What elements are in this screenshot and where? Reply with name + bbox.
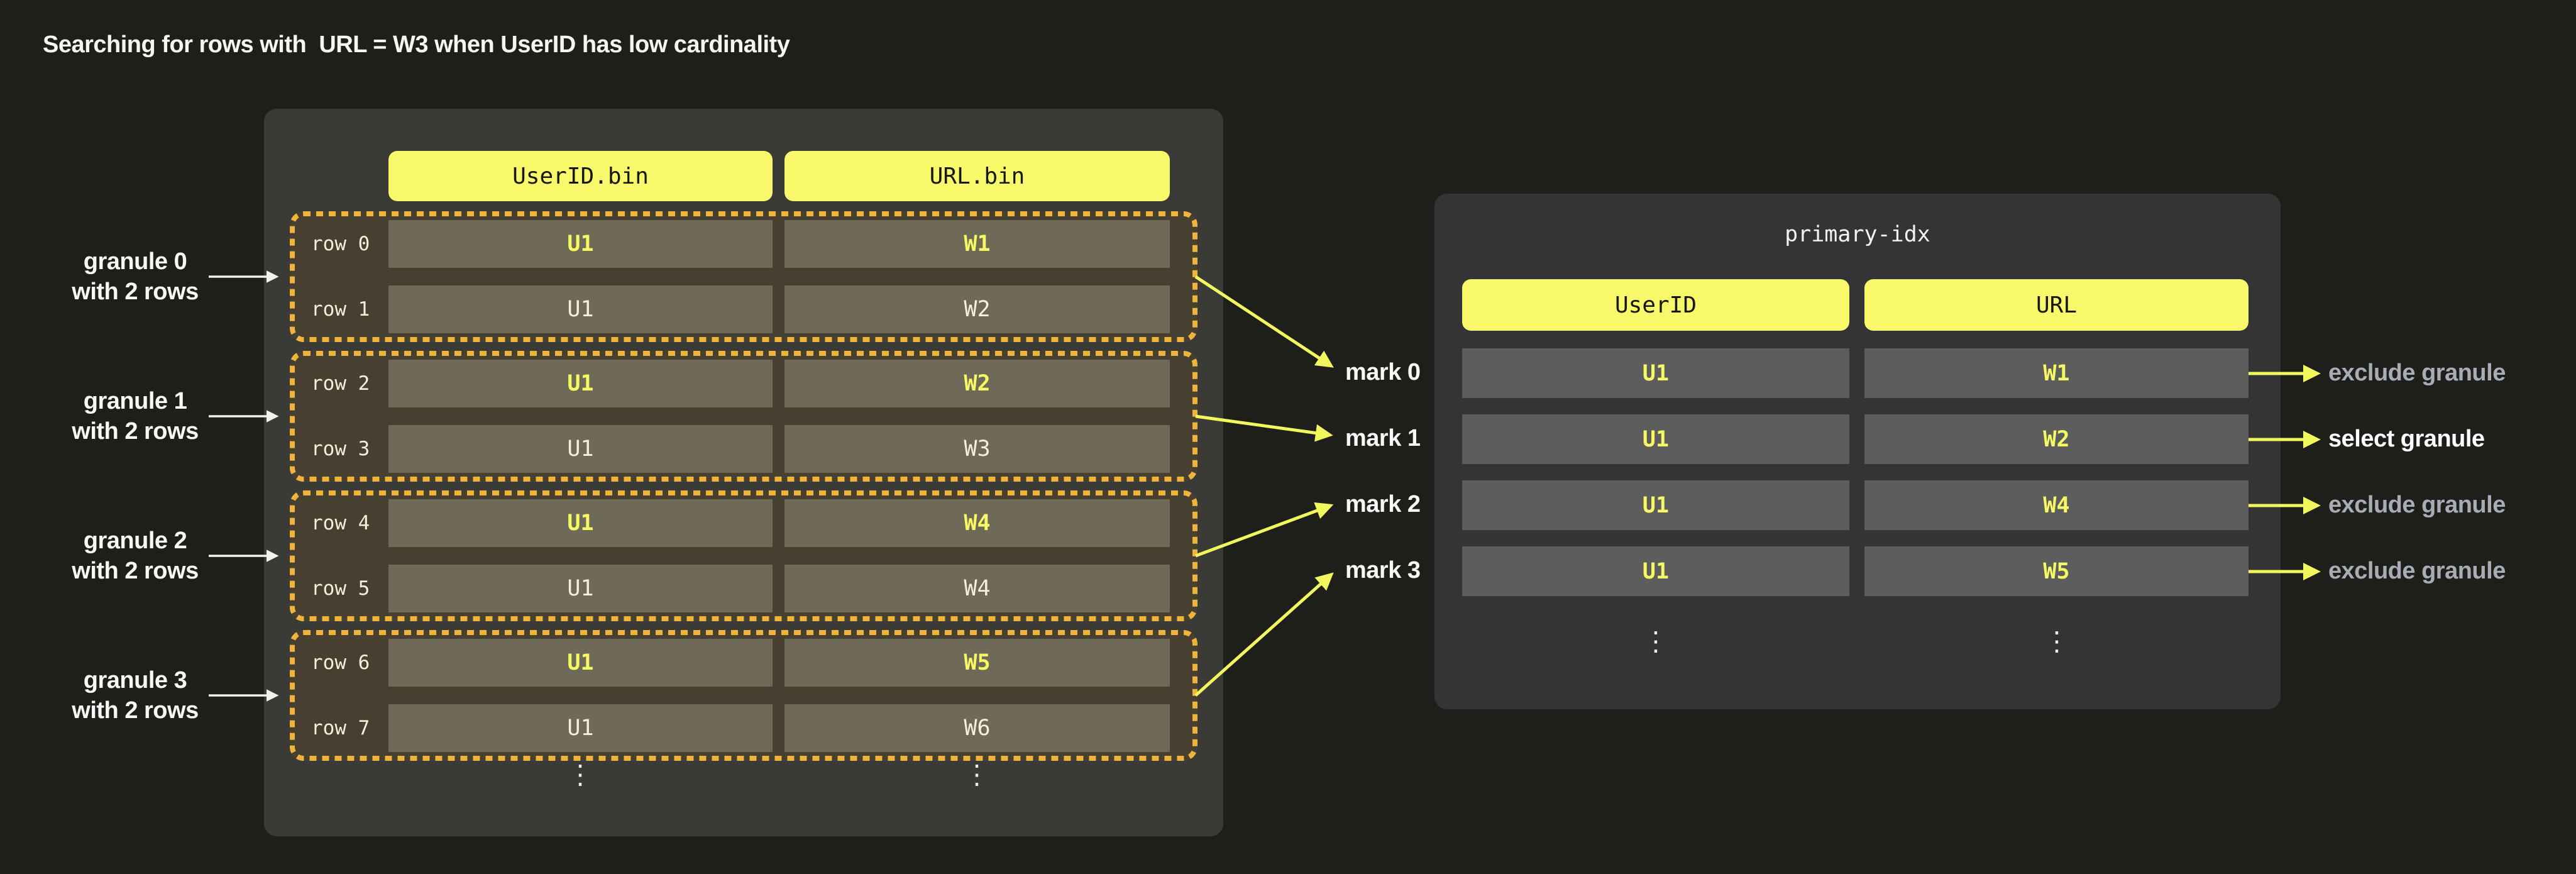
url-cell: W2: [784, 285, 1170, 333]
granule-box-2: row 4 U1 W4 row 5 U1 W4: [290, 490, 1197, 621]
row-label: row 2: [311, 372, 370, 395]
column-header-url-bin: URL.bin: [784, 151, 1170, 201]
granule-label-line1: granule 2: [83, 528, 187, 554]
userid-cell: U1: [388, 285, 773, 333]
url-cell: W4: [784, 565, 1170, 612]
granule-label-line2: with 2 rows: [72, 279, 199, 305]
column-header-url: URL: [1864, 279, 2248, 331]
granule-label-line1: granule 1: [83, 388, 187, 414]
index-userid-cell: U1: [1462, 480, 1849, 530]
more-rows-ellipsis: ⋮: [964, 759, 990, 790]
userid-cell: U1: [388, 704, 773, 752]
row-label: row 4: [311, 512, 370, 534]
index-url-cell: W4: [1864, 480, 2248, 530]
decision-label-2: exclude granule: [2328, 492, 2506, 518]
userid-cell: U1: [388, 499, 773, 547]
granule-box-3: row 6 U1 W5 row 7 U1 W6: [290, 630, 1197, 761]
more-index-rows-ellipsis: ⋮: [2044, 626, 2070, 656]
mark-label-3: mark 3: [1345, 557, 1421, 584]
column-header-userid-bin: UserID.bin: [388, 151, 773, 201]
granule-label-line1: granule 3: [83, 667, 187, 694]
granule-label-line1: granule 0: [83, 248, 187, 275]
granule-pointer-arrows: [209, 270, 279, 702]
index-url-cell: W5: [1864, 546, 2248, 596]
url-cell: W1: [784, 220, 1170, 268]
granule-label-1: granule 1 with 2 rows: [63, 386, 207, 446]
primary-index-title: primary-idx: [1785, 222, 1930, 247]
granule-label-3: granule 3 with 2 rows: [63, 665, 207, 726]
more-rows-ellipsis: ⋮: [567, 759, 593, 790]
granule-label-2: granule 2 with 2 rows: [63, 526, 207, 586]
granule-label-line2: with 2 rows: [72, 418, 199, 445]
row-label: row 7: [311, 717, 370, 739]
decision-label-3: exclude granule: [2328, 558, 2506, 584]
page-title: Searching for rows with URL = W3 when Us…: [43, 31, 790, 58]
granule-label-0: granule 0 with 2 rows: [63, 246, 207, 307]
index-url-cell: W1: [1864, 348, 2248, 398]
userid-cell: U1: [388, 639, 773, 687]
index-url-cell: W2: [1864, 414, 2248, 464]
index-userid-cell: U1: [1462, 414, 1849, 464]
url-cell: W3: [784, 425, 1170, 473]
granule-box-0: row 0 U1 W1 row 1 U1 W2: [290, 211, 1197, 342]
row-label: row 5: [311, 577, 370, 600]
granule-label-line2: with 2 rows: [72, 558, 199, 584]
row-label: row 1: [311, 298, 370, 321]
url-cell: W6: [784, 704, 1170, 752]
mark-label-2: mark 2: [1345, 491, 1421, 517]
column-header-userid: UserID: [1462, 279, 1849, 331]
mark-label-1: mark 1: [1345, 425, 1421, 451]
index-userid-cell: U1: [1462, 546, 1849, 596]
url-cell: W2: [784, 360, 1170, 407]
granule-box-1: row 2 U1 W2 row 3 U1 W3: [290, 351, 1197, 482]
url-cell: W4: [784, 499, 1170, 547]
primary-index-panel: primary-idx UserID URL U1 W1 U1 W2 U1 W4…: [1434, 194, 2281, 709]
userid-cell: U1: [388, 565, 773, 612]
url-cell: W5: [784, 639, 1170, 687]
row-label: row 6: [311, 651, 370, 674]
userid-cell: U1: [388, 425, 773, 473]
row-label: row 3: [311, 438, 370, 460]
more-index-rows-ellipsis: ⋮: [1643, 626, 1669, 656]
granule-label-line2: with 2 rows: [72, 697, 199, 724]
decision-label-1: select granule: [2328, 426, 2485, 452]
index-userid-cell: U1: [1462, 348, 1849, 398]
row-label: row 0: [311, 233, 370, 255]
userid-cell: U1: [388, 220, 773, 268]
userid-cell: U1: [388, 360, 773, 407]
data-part-panel: UserID.bin URL.bin row 0 U1 W1 row 1 U1 …: [264, 109, 1223, 836]
decision-label-0: exclude granule: [2328, 360, 2506, 386]
mark-label-0: mark 0: [1345, 359, 1421, 385]
